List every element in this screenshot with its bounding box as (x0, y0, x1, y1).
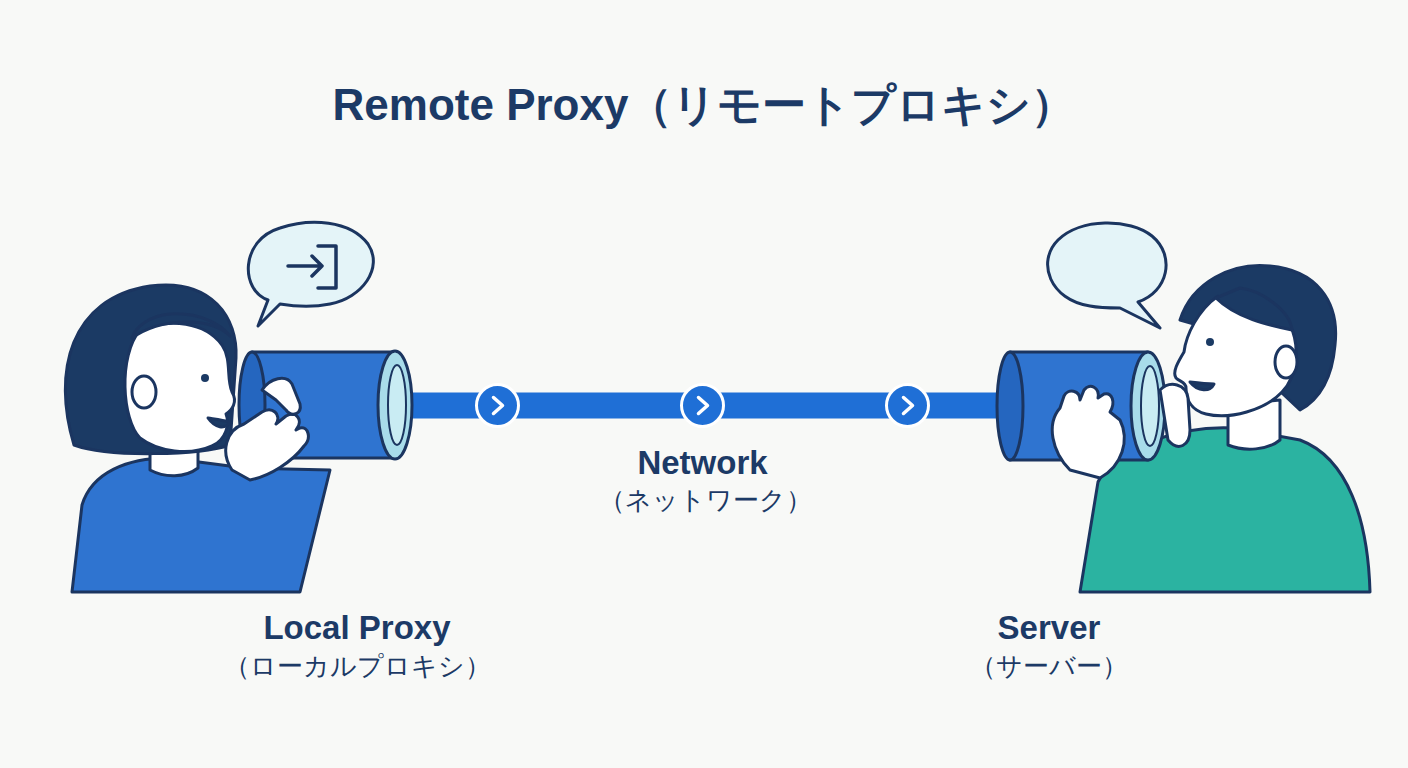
direction-marker (887, 385, 929, 427)
chevron-head (699, 398, 708, 414)
speech-bubble (1048, 223, 1166, 328)
direction-marker (682, 385, 724, 427)
man-figure (997, 265, 1370, 592)
diagram-title: Remote Proxy（リモートプロキシ） (333, 76, 1076, 135)
edge-label: Network (637, 443, 767, 483)
proxy-endpoint: Server（サーバー） (1010, 352, 1148, 460)
girl-figure (65, 285, 412, 592)
direction-marker (477, 385, 519, 427)
node-heading: Server (970, 608, 1128, 648)
node-subheading: （サーバー） (970, 648, 1128, 684)
node-subheading: （ローカルプロキシ） (224, 648, 491, 684)
network-cable (395, 385, 1010, 427)
network-subtitle: （ネットワーク） (599, 482, 812, 518)
proxy-endpoint: Local Proxy（ローカルプロキシ） (252, 352, 395, 458)
node-label: Local Proxy（ローカルプロキシ） (224, 608, 491, 684)
chevron-head (494, 398, 503, 414)
speech-bubble (248, 222, 373, 326)
node-heading: Local Proxy (224, 608, 491, 648)
chevron-head (904, 398, 913, 414)
node-label: Server（サーバー） (970, 608, 1128, 684)
